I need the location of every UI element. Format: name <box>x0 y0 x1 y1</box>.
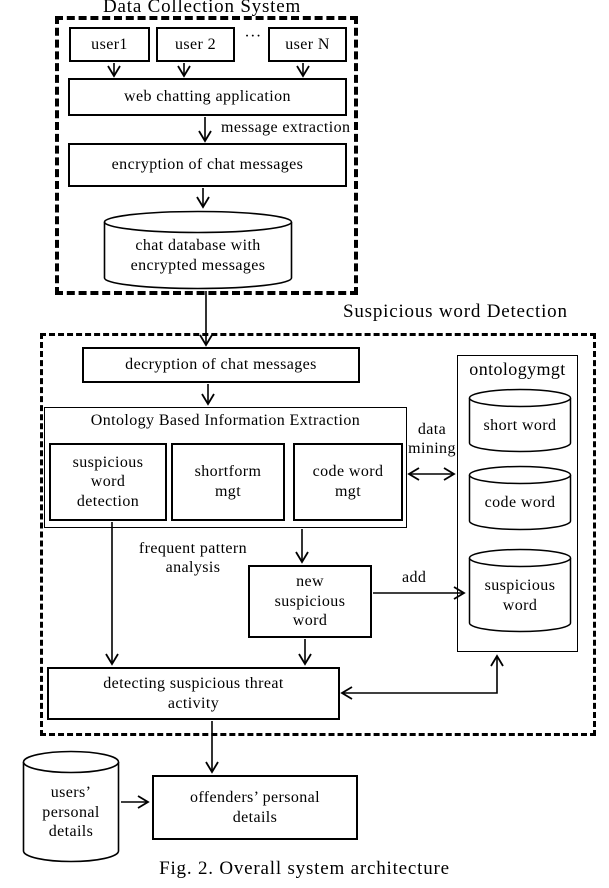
node-new-suspicious-word: new suspicious word <box>248 565 372 638</box>
ontologymgt-title: ontologymgt <box>469 359 566 379</box>
users-personal-details-cylinder: users’ personal details <box>22 750 120 863</box>
node-shortform-mgt: shortform mgt <box>171 443 285 521</box>
node-user1: user1 <box>69 27 150 62</box>
node-detecting-suspicious-threat-activity: detecting suspicious threat activity <box>47 667 340 720</box>
section-title-suspicious-word-detection: Suspicious word Detection <box>343 301 568 322</box>
ellipsis-users: ··· <box>244 28 262 45</box>
cylinder-shape <box>22 750 120 863</box>
suspicious-word-database-cylinder: suspicious word <box>468 548 572 633</box>
chat-database-cylinder: chat database with encrypted messages <box>103 210 293 290</box>
node-web-chatting-application: web chatting application <box>68 78 347 116</box>
edge-label-data-mining: data mining <box>408 421 456 458</box>
short-word-database-cylinder: short word <box>468 388 572 453</box>
edge-label-frequent-pattern-analysis: frequent pattern analysis <box>138 540 248 577</box>
cylinder-shape <box>103 210 293 290</box>
suspicious-word-detection-container <box>40 333 596 736</box>
figure-caption: Fig. 2. Overall system architecture <box>159 858 450 879</box>
section-title-data-collection: Data Collection System <box>103 0 302 17</box>
node-encryption-of-chat-messages: encryption of chat messages <box>68 143 347 187</box>
edge-label-message-extraction: message extraction <box>221 119 351 136</box>
cylinder-shape <box>468 388 572 453</box>
cylinder-shape <box>468 548 572 633</box>
node-code-word-mgt: code word mgt <box>293 443 403 521</box>
cylinder-shape <box>468 465 572 531</box>
node-user-n: user N <box>268 27 347 62</box>
node-decryption-of-chat-messages: decryption of chat messages <box>82 347 360 383</box>
node-user2: user 2 <box>156 27 235 62</box>
obie-title: Ontology Based Information Extraction <box>90 412 361 429</box>
node-offenders-personal-details: offenders’ personal details <box>152 775 358 840</box>
code-word-database-cylinder: code word <box>468 465 572 531</box>
node-suspicious-word-detection: suspicious word detection <box>49 443 167 521</box>
edge-label-add: add <box>402 569 427 586</box>
